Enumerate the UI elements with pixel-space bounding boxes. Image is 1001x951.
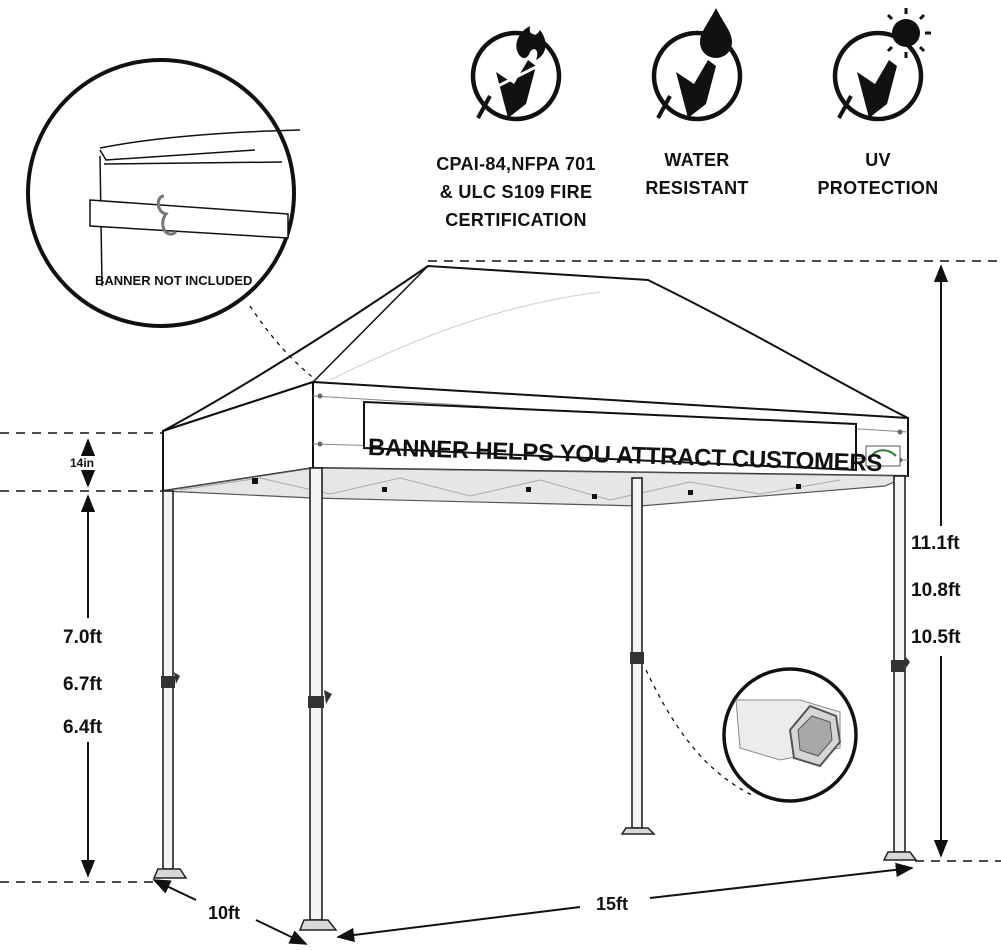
banner-not-included-label: BANNER NOT INCLUDED [95, 273, 253, 288]
leg-footplates [152, 827, 918, 931]
leg-height-label-high: 7.0ft [63, 627, 103, 648]
total-height-label-low: 10.5ft [911, 627, 961, 648]
feature-fire-certification: CPAI-84,NFPA 701 & ULC S109 FIRE CERTIFI… [416, 150, 616, 234]
banner-hook-callout [26, 58, 317, 381]
feature-line: CPAI-84,NFPA 701 [436, 154, 596, 174]
valance-height-label: 14in [70, 456, 95, 470]
total-height-label-mid: 10.8ft [911, 580, 961, 601]
feature-line: & ULC S109 FIRE [439, 182, 593, 202]
feature-line: WATER [664, 150, 730, 170]
banner-panel [363, 400, 857, 472]
leg-height-label-low: 6.4ft [63, 717, 103, 738]
feature-line: CERTIFICATION [445, 210, 587, 230]
dimension-guides [0, 260, 1001, 883]
feature-water-resistant: WATER RESISTANT [617, 146, 777, 202]
leg-height-label-mid: 6.7ft [63, 674, 103, 695]
feature-line: PROTECTION [817, 178, 939, 198]
brand-logo [865, 445, 901, 467]
width-label: 15ft [596, 894, 629, 914]
hex-leg-callout [645, 667, 858, 803]
water-drop-icon [651, 8, 743, 122]
total-height-label-high: 11.1ft [911, 533, 960, 554]
sun-icon [832, 8, 931, 122]
depth-label: 10ft [208, 903, 241, 923]
leg-adjusters [161, 652, 910, 708]
feature-line: UV [865, 150, 891, 170]
canopy-roof [162, 264, 909, 432]
feature-line: RESISTANT [645, 178, 749, 198]
fire-certification-icon [470, 26, 562, 122]
dimension-arrows [80, 264, 949, 945]
feature-uv-protection: UV PROTECTION [808, 146, 948, 202]
